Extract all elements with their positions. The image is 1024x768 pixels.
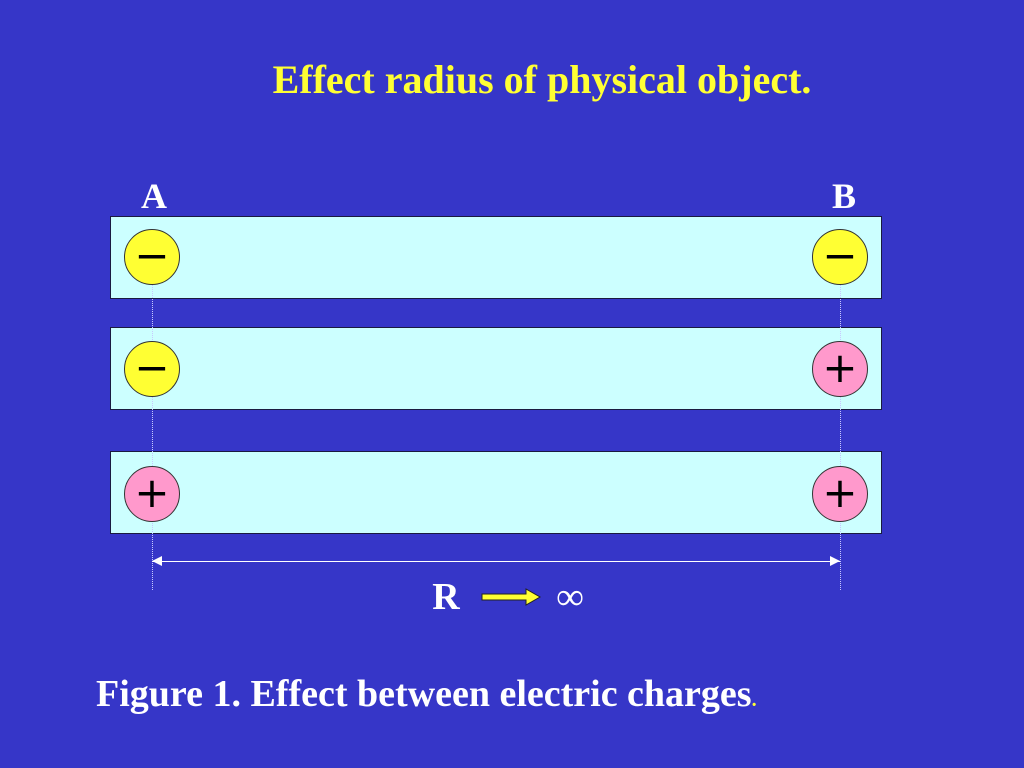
end-label-b: B (831, 176, 856, 216)
caption-figure: Figure 1 (96, 673, 232, 715)
charge-strip-1 (110, 216, 882, 299)
caption-end: . (751, 689, 757, 711)
guide-line-a (152, 250, 153, 590)
charge-row1-right: − (812, 229, 868, 285)
charge-row2-right: + (812, 341, 868, 397)
infinity-label: ∞ (556, 576, 584, 618)
caption-text: Effect between electric charges (240, 673, 752, 715)
charge-row2-left: − (124, 341, 180, 397)
distance-arrow-right-icon (830, 556, 840, 566)
charge-row1-left: − (124, 229, 180, 285)
end-label-a: A (141, 176, 167, 216)
distance-line (152, 561, 840, 562)
guide-line-b (840, 250, 841, 590)
figure-caption: Figure 1. Effect between electric charge… (96, 672, 757, 722)
charge-strip-3 (110, 451, 882, 534)
distance-arrow-left-icon (152, 556, 162, 566)
charge-strip-2 (110, 327, 882, 410)
limit-arrow-icon (481, 588, 542, 606)
page-title: Effect radius of physical object. (272, 57, 812, 102)
caption-separator: . (231, 673, 241, 715)
charge-row3-right: + (812, 466, 868, 522)
distance-label: R (432, 576, 460, 618)
charge-row3-left: + (124, 466, 180, 522)
